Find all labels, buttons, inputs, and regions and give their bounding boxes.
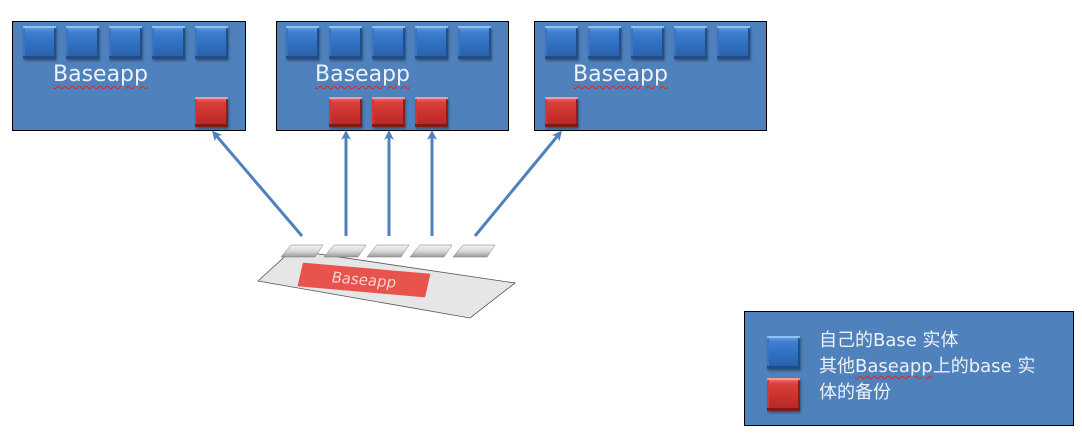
baseapp-label: Baseapp [573,62,668,87]
own-entity-icon [458,26,491,59]
source-entity-icon [366,244,410,258]
own-entity-icon [674,26,707,59]
own-entity-icon [372,26,405,59]
backup-entity-legend-icon [767,378,800,411]
baseapp-box-3: Baseapp [534,21,767,131]
own-entity-icon [195,26,228,59]
source-entity-icon [452,244,496,258]
baseapp-box-1: Baseapp [12,21,246,131]
legend-backup-entity-label-line1: 其他Baseapp上的base 实 [819,354,1069,380]
backup-entity-icon [329,97,362,127]
source-entity-tiles [280,244,496,258]
legend-own-entity-label: 自己的Base 实体 [819,330,959,351]
own-entity-legend-icon [767,336,800,369]
replication-arrow [473,130,562,237]
backup-entity-icon [415,97,448,127]
legend: 自己的Base 实体 其他Baseapp上的base 实 体的备份 [744,311,1074,426]
legend-text-prefix: 其他 [819,356,855,377]
own-entity-icon [109,26,142,59]
own-entity-icon [23,26,56,59]
baseapp-label: Baseapp [315,62,410,87]
own-entity-icon [286,26,319,59]
backup-entity-icon [372,97,405,127]
source-entity-icon [409,244,453,258]
own-entity-icon [717,26,750,59]
legend-text-baseapp: Baseapp [855,356,933,377]
baseapp-box-2: Baseapp [276,21,509,131]
own-entity-icon [415,26,448,59]
replication-arrow [212,130,304,237]
source-entity-icon [280,244,324,258]
source-entity-icon [323,244,367,258]
own-entity-icon [631,26,664,59]
legend-text: 自己的Base 实体 其他Baseapp上的base 实 体的备份 [819,328,1069,406]
backup-entity-icon [545,97,578,127]
own-entity-icon [152,26,185,59]
own-entity-icon [329,26,362,59]
own-entity-icon [545,26,578,59]
own-entity-icon [588,26,621,59]
backup-entity-icon [195,97,228,127]
baseapp-label: Baseapp [53,62,148,87]
own-entity-icon [66,26,99,59]
legend-text-suffix: 上的base 实 [932,356,1036,377]
legend-backup-entity-label-line2: 体的备份 [819,382,891,403]
